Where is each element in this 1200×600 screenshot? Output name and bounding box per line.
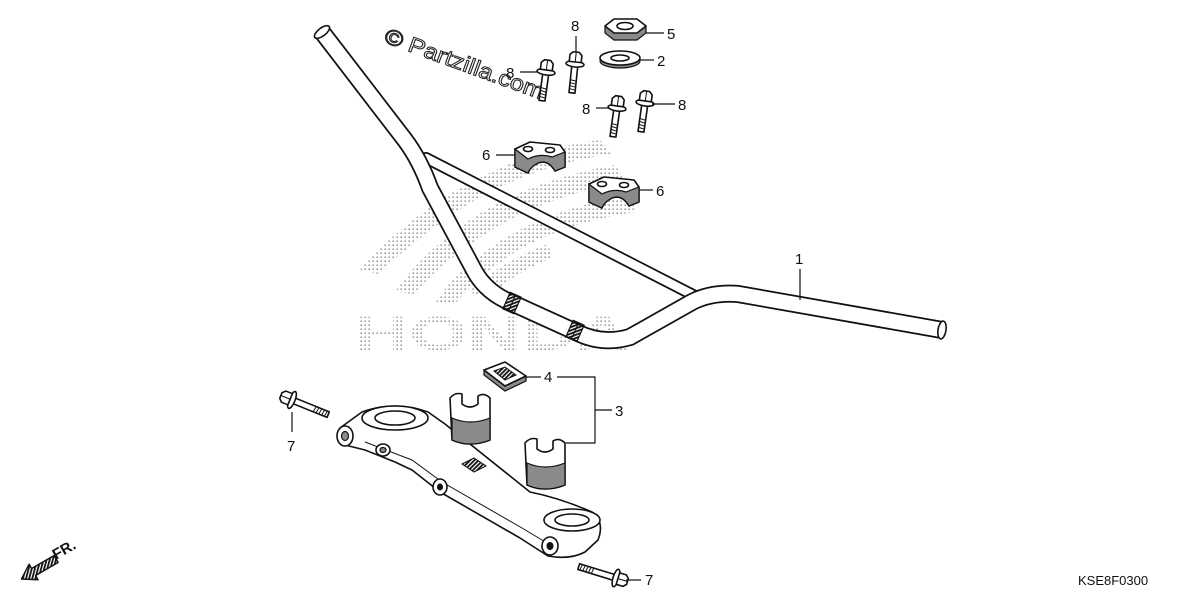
- pinch-boss-bottom: [541, 536, 559, 556]
- callout-3: 3: [615, 403, 623, 420]
- handlebar-part-1: [313, 24, 947, 350]
- handlebar-mount-post-left: [449, 392, 491, 445]
- callout-7-lower: 7: [645, 572, 653, 589]
- flange-bolt-part-7-upper: [278, 390, 331, 419]
- pinch-boss-left: [336, 425, 354, 447]
- bolt-thread: [610, 122, 618, 135]
- callout-5: 5: [667, 26, 675, 43]
- front-direction-indicator: FR.: [20, 537, 79, 581]
- bolt-thread: [638, 117, 646, 130]
- top-bridge-emboss: [461, 457, 487, 473]
- rubber-pad-part-4: [483, 361, 527, 392]
- handlebar-left-end: [313, 24, 331, 40]
- holder-bolt-hole-left: [596, 180, 608, 188]
- flange-bolt-part-8-d: [635, 89, 655, 133]
- handlebar-holder-part-6-lower: [588, 176, 640, 209]
- partzilla-watermark: © Partzilla.com: [381, 23, 547, 104]
- washer-hole: [610, 54, 630, 62]
- callout-8-right: 8: [678, 97, 686, 114]
- handlebar-knurl-band-left: [502, 291, 522, 315]
- top-bridge-part-3: [336, 392, 602, 559]
- handlebar-crossbar-brace: [420, 152, 703, 303]
- center-boss: [432, 478, 448, 496]
- handlebar-mount-post-right: [524, 437, 566, 490]
- bolt-shank: [577, 562, 617, 582]
- callout-2: 2: [657, 53, 665, 70]
- holder-bolt-hole-right: [544, 146, 556, 154]
- callout-6-lower: 6: [656, 183, 664, 200]
- pad-recess: [493, 366, 517, 381]
- flange-bolt-part-8-c: [607, 94, 627, 138]
- logo-wing-band-3: [436, 196, 636, 304]
- callout-8-top: 8: [571, 18, 579, 35]
- holder-front-shade: [588, 182, 640, 209]
- nut-part-5: [604, 18, 647, 41]
- bolt-shank: [291, 396, 331, 419]
- callout-7-upper: 7: [287, 438, 295, 455]
- callout-1: 1: [795, 251, 803, 268]
- fork-clamp-hole-left: [374, 410, 416, 426]
- callout-4: 4: [544, 369, 552, 386]
- bolt-thread: [579, 564, 595, 574]
- bolt-thread: [312, 406, 328, 417]
- handlebar-right-end: [937, 320, 947, 340]
- leader-3-bracket: [557, 376, 612, 444]
- callout-labels: 8 5 8 2 8 8 6 6 1 4 3 7 7: [287, 18, 803, 589]
- handlebar-holder-part-6-upper: [514, 141, 566, 174]
- callout-8-mid: 8: [582, 101, 590, 118]
- leader-lines: [291, 32, 801, 581]
- diagram-code: KSE8F0300: [1078, 573, 1148, 588]
- bolt-thread: [569, 79, 577, 91]
- callout-8-left: 8: [506, 65, 514, 82]
- handlebar-tube-fill: [316, 27, 944, 348]
- flange-bolt-part-8-b: [565, 50, 585, 94]
- holder-bolt-hole-right: [618, 181, 630, 189]
- handlebar-knurl-band-right: [565, 319, 585, 343]
- pinch-nut-left: [375, 443, 391, 457]
- bolt-thread: [539, 86, 547, 99]
- holder-front-shade: [514, 147, 566, 174]
- logo-wing-band-1: [360, 140, 612, 274]
- callout-6-upper: 6: [482, 147, 490, 164]
- flange-bolt-part-8-a: [536, 58, 556, 102]
- front-arrow-icon: [20, 554, 59, 581]
- fork-clamp-hole-right: [554, 513, 590, 527]
- holder-bolt-hole-left: [522, 145, 534, 153]
- flange-bolt-part-7-lower: [577, 562, 630, 588]
- washer-part-2: [599, 50, 641, 69]
- nut-hole: [616, 21, 634, 31]
